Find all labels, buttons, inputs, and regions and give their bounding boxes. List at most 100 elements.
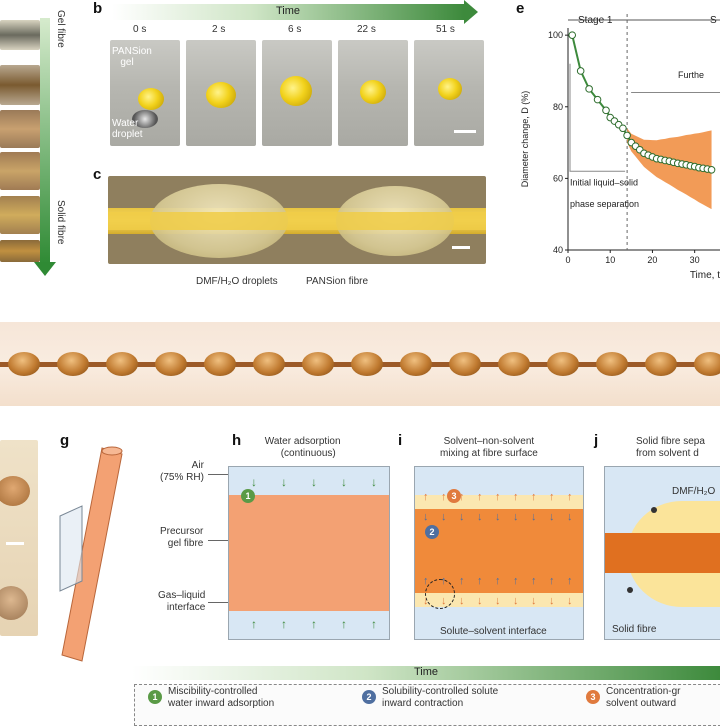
water-arrow: ↓ <box>371 475 377 489</box>
legend-3-marker: 3 <box>586 690 600 704</box>
mixing-arrow: ↓ <box>549 595 555 607</box>
dmf-label: DMF/H₂O <box>672 486 716 497</box>
x-tick-label: 10 <box>605 255 615 265</box>
mixing-arrow: ↑ <box>495 491 501 503</box>
interface-circle <box>425 579 455 609</box>
mixing-arrow: ↓ <box>459 595 465 607</box>
water-arrow: ↑ <box>371 617 377 631</box>
bead <box>204 352 236 376</box>
mixing-arrow: ↓ <box>567 511 573 523</box>
bowl-shape <box>0 586 28 620</box>
y-tick-label: 60 <box>553 173 563 183</box>
mixing-arrow: ↑ <box>423 491 429 503</box>
legend-1-text: Miscibility-controlled water inward adso… <box>168 686 275 709</box>
mixing-arrow: ↓ <box>423 511 429 523</box>
panel-b-time-label: Time <box>275 5 301 17</box>
panel-g-fibre-drawing <box>59 446 123 662</box>
mixing-arrow: ↑ <box>495 575 501 587</box>
bead <box>155 352 187 376</box>
bead <box>547 352 579 376</box>
data-point <box>623 131 631 140</box>
x-axis-label: Time, t <box>690 270 720 281</box>
interface-pointer <box>208 602 230 603</box>
panel-letter-c: c <box>93 166 102 183</box>
bead <box>694 352 720 376</box>
bead <box>8 352 40 376</box>
bead <box>596 352 628 376</box>
panel-a <box>0 0 40 262</box>
gel-droplet <box>138 88 164 110</box>
beaded-fibre-strip <box>0 322 720 406</box>
water-droplet-label: Water droplet <box>112 118 143 140</box>
y-tick-label: 100 <box>548 30 563 40</box>
water-arrow: ↑ <box>341 617 347 631</box>
mixing-arrow: ↑ <box>423 575 429 587</box>
gel-droplet <box>280 76 312 106</box>
panel-b-frame-6s <box>262 40 332 146</box>
bead <box>253 352 285 376</box>
annotation-further: Furthe <box>678 70 704 80</box>
panel-letter-e: e <box>516 0 525 17</box>
panel-letter-j: j <box>594 432 599 449</box>
mixing-arrow: ↓ <box>441 511 447 523</box>
mixing-arrow: ↑ <box>459 491 465 503</box>
x-tick-label: 30 <box>690 255 700 265</box>
y-axis-label: Diameter change, D (%) <box>520 91 530 188</box>
annotation-initial: Initial liquid–solid <box>570 178 638 188</box>
annotation-bracket <box>569 63 626 172</box>
water-droplet <box>132 110 158 128</box>
mixing-arrow: ↑ <box>549 491 555 503</box>
panel-a-photo-6 <box>0 240 40 262</box>
bead <box>57 352 89 376</box>
stage1-label: Stage 1 <box>578 15 613 26</box>
scale-bar <box>454 130 476 133</box>
bead <box>400 352 432 376</box>
air-pointer <box>208 474 230 475</box>
panel-f-photo <box>0 440 38 636</box>
panel-i-title: Solvent–non-solvent mixing at fibre surf… <box>440 436 538 459</box>
panel-a-photo-3 <box>0 110 40 148</box>
panel-b-frame-22s <box>338 40 408 146</box>
panel-b-frame-2s <box>186 40 256 146</box>
bottom-time-bar: Time <box>132 666 720 680</box>
time-6s: 6 s <box>288 24 302 35</box>
data-point <box>576 67 585 75</box>
gel-droplet <box>206 82 236 108</box>
cross-section-plane <box>59 505 83 592</box>
water-arrow: ↑ <box>311 617 317 631</box>
fibre-band <box>229 495 389 611</box>
panel-a-photo-5 <box>0 196 40 234</box>
solid-fibre-label: Solid fibre <box>55 200 66 245</box>
panel-a-photo-4 <box>0 152 40 190</box>
mixing-arrow: ↓ <box>495 511 501 523</box>
interface-label: Gas–liquid interface <box>158 590 206 613</box>
time-2s: 2 s <box>212 24 226 35</box>
mixing-arrow: ↓ <box>477 511 483 523</box>
legend-1-marker: 1 <box>148 690 162 704</box>
water-arrow: ↓ <box>311 475 317 489</box>
mixing-arrow: ↑ <box>531 491 537 503</box>
panel-b-frame-0s: PANSion gel Water droplet <box>110 40 180 146</box>
panel-a-arrow <box>40 18 50 264</box>
mixing-arrow: ↑ <box>459 575 465 587</box>
mixing-arrow: ↓ <box>567 595 573 607</box>
water-arrow: ↓ <box>341 475 347 489</box>
mixing-arrow: ↓ <box>423 595 429 607</box>
gel-droplet <box>360 80 386 104</box>
data-point <box>602 106 610 115</box>
pansion-gel-label: PANSion gel <box>112 46 152 68</box>
y-tick-label: 40 <box>553 245 563 255</box>
legend-2-marker: 2 <box>362 690 376 704</box>
mixing-arrow: ↑ <box>549 575 555 587</box>
mixing-arrow: ↑ <box>513 575 519 587</box>
solid-fibre-caption: Solid fibre <box>612 624 657 635</box>
interface-caption: Solute–solvent interface <box>440 626 547 637</box>
stage2-label: S <box>710 15 717 26</box>
gel-droplet <box>438 78 462 100</box>
bead <box>302 352 334 376</box>
data-point <box>707 165 716 174</box>
water-arrow: ↑ <box>251 617 257 631</box>
annotation-initial-2: phase separation <box>570 199 639 209</box>
